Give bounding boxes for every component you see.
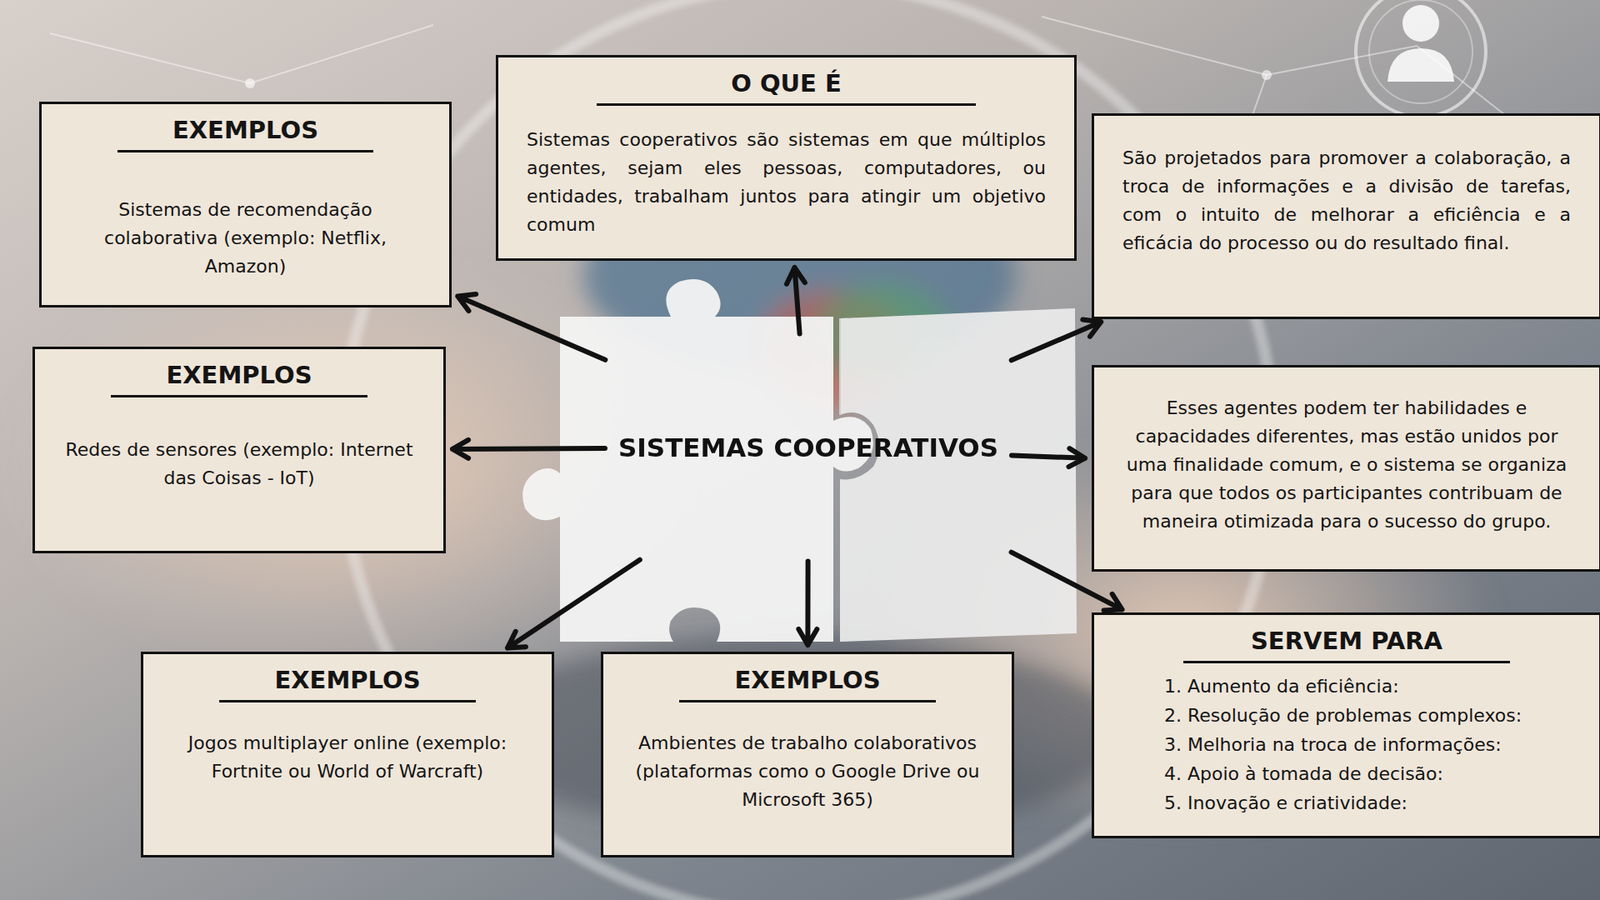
box-text: Redes de sensores (exemplo: Internet das… xyxy=(63,435,415,493)
info-box: EXEMPLOS Redes de sensores (exemplo: Inte… xyxy=(32,346,446,554)
list-item: 2. Resolução de problemas complexos: xyxy=(1122,700,1571,730)
box-text: Sistemas de recomendação colaborativa (e… xyxy=(70,195,421,281)
box-text: Jogos multiplayer online (exemplo: Fortn… xyxy=(171,729,524,786)
info-box: O QUE É Sistemas cooperativos são sistema… xyxy=(495,55,1077,261)
info-box: EXEMPLOS Sistemas de recomendação colabor… xyxy=(39,101,452,308)
box-heading: SERVEM PARA xyxy=(1183,626,1511,664)
arrow-connector xyxy=(1011,448,1085,467)
list-item: 5. Inovação e criatividade: xyxy=(1122,788,1571,818)
box-heading: O QUE É xyxy=(596,69,976,106)
arrow-connector xyxy=(1011,320,1102,361)
arrow-connector xyxy=(507,560,640,649)
list-item: 1. Aumento da eficiência: xyxy=(1122,671,1571,701)
box-text: Esses agentes podem ter habilidades e ca… xyxy=(1122,394,1571,536)
box-heading: EXEMPLOS xyxy=(117,115,374,153)
box-heading: EXEMPLOS xyxy=(110,360,368,398)
box-text: São projetados para promover a colaboraç… xyxy=(1122,144,1571,258)
center-topic: SISTEMAS COOPERATIVOS xyxy=(608,337,1009,559)
info-box: Esses agentes podem ter habilidades e ca… xyxy=(1091,365,1600,572)
box-heading: EXEMPLOS xyxy=(219,665,476,703)
center-title: SISTEMAS COOPERATIVOS xyxy=(618,432,999,463)
box-text: Ambientes de trabalho colaborativos (pla… xyxy=(631,729,984,815)
arrow-connector xyxy=(452,440,605,459)
arrow-connector xyxy=(786,267,805,335)
list-item: 3. Melhoria na troca de informações: xyxy=(1122,730,1571,760)
info-box: EXEMPLOS Ambientes de trabalho colaborati… xyxy=(600,651,1015,858)
person-icon xyxy=(1355,0,1486,117)
arrow-connector xyxy=(798,561,817,646)
info-box: EXEMPLOS Jogos multiplayer online (exempl… xyxy=(140,651,555,858)
info-box: São projetados para promover a colaboraç… xyxy=(1091,113,1600,320)
info-box: SERVEM PARA 1. Aumento da eficiência:2. R… xyxy=(1091,612,1600,839)
box-text: Sistemas cooperativos são sistemas em qu… xyxy=(526,125,1046,240)
list-item: 4. Apoio à tomada de decisão: xyxy=(1122,759,1571,789)
arrow-connector xyxy=(457,294,605,360)
box-heading: EXEMPLOS xyxy=(679,665,936,703)
